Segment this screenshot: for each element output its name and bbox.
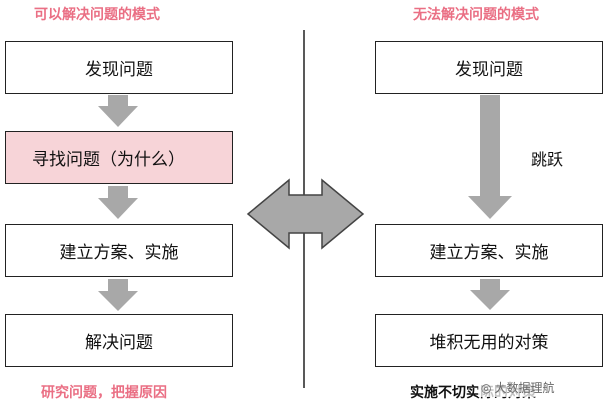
left-step-plan-implement: 建立方案、实施 <box>5 224 233 277</box>
left-pattern-title: 可以解决问题的模式 <box>34 7 160 23</box>
watermark-text: 大数据理航 <box>494 381 555 395</box>
left-down-arrow-2 <box>98 186 138 219</box>
left-step-discover: 发现问题 <box>5 41 233 94</box>
right-skip-arrow <box>468 95 512 219</box>
watermark: ◎ 大数据理航 <box>478 378 558 397</box>
right-step-useless-measures: 堆积无用的对策 <box>375 314 603 367</box>
right-down-arrow <box>470 279 510 310</box>
left-down-arrow-3 <box>98 279 138 311</box>
left-footer-note: 研究问题，把握原因 <box>41 385 167 401</box>
right-step-plan-implement: 建立方案、实施 <box>375 224 603 277</box>
left-down-arrow-1 <box>98 95 138 127</box>
left-step-solved: 解决问题 <box>5 314 233 367</box>
skip-label: 跳跃 <box>531 150 564 169</box>
right-step-discover: 发现问题 <box>375 41 603 94</box>
double-headed-arrow <box>246 178 365 250</box>
left-step-find-cause: 寻找问题（为什么） <box>5 131 233 184</box>
watermark-logo-icon: ◎ <box>481 380 492 395</box>
right-pattern-title: 无法解决问题的模式 <box>413 7 539 23</box>
